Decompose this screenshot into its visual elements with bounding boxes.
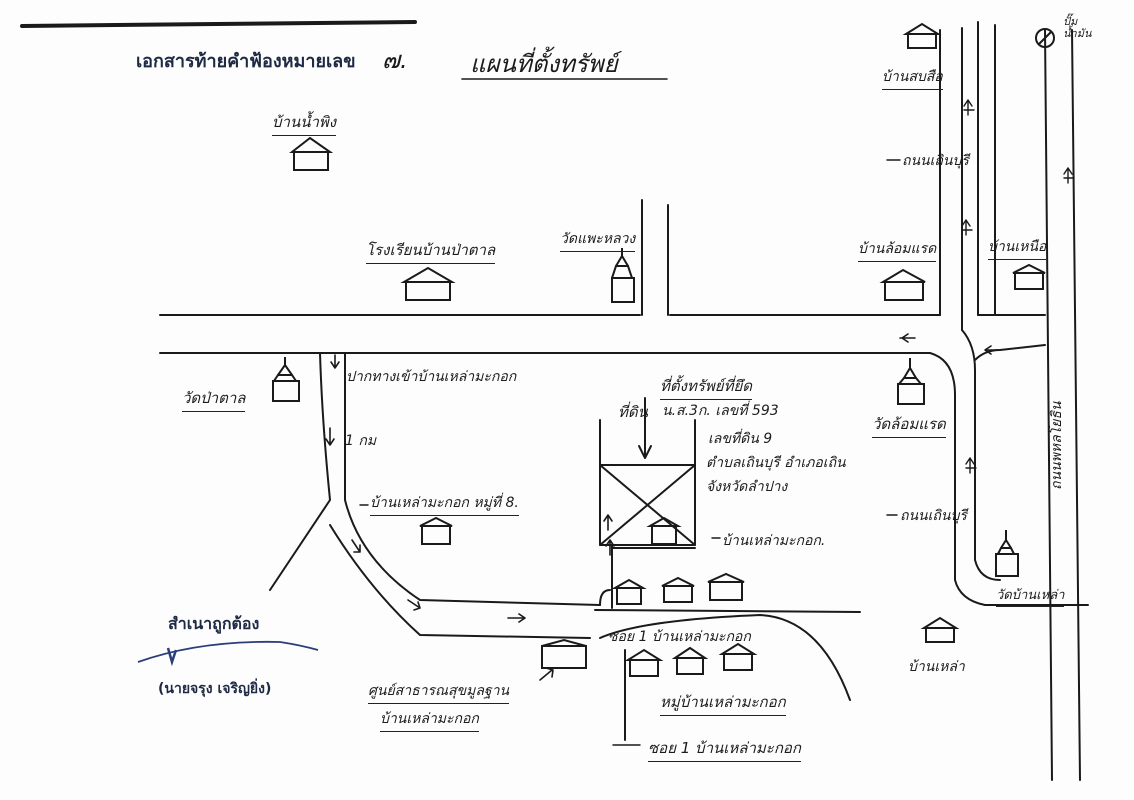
label-health-center: ศูนย์สาธารณสุขมูลฐาน	[368, 680, 510, 704]
house-icon	[541, 638, 587, 669]
document-title: เอกสารท้ายคำฟ้องหมายเลข	[136, 51, 356, 72]
house-icons	[289, 22, 1046, 677]
label-property-site: ที่ตั้งทรัพย์ที่ยึด	[660, 374, 752, 400]
house-icon	[1012, 263, 1046, 290]
house-icon	[707, 572, 745, 601]
signature	[137, 640, 319, 663]
label-soi1-top: ซอย 1 บ้านเหล่ามะกอก	[608, 629, 751, 645]
temple-icon	[897, 358, 925, 405]
house-icon	[879, 268, 926, 301]
temple-icons	[272, 248, 1019, 577]
label-road-thoen-south: ถนนเถินบุรี	[900, 508, 967, 524]
label-ban-lom-raet: บ้านล้อมแรด	[858, 238, 937, 262]
house-icon	[671, 646, 709, 675]
temple-icon	[995, 530, 1019, 577]
house-icon	[611, 578, 647, 605]
label-distance: 1 กม	[345, 433, 377, 449]
house-icon	[624, 648, 664, 677]
label-ban-lao-right: บ้านเหล่า	[908, 659, 965, 675]
house-icon	[419, 516, 453, 545]
label-ban-nuea: บ้านเหนือ	[988, 236, 1047, 260]
house-icon	[400, 266, 456, 301]
label-province: จังหวัดลำปาง	[706, 479, 788, 495]
label-parcel-no: เลขที่ดิน 9	[708, 431, 773, 447]
document-number: ๗.	[382, 46, 408, 74]
house-icon	[920, 616, 960, 643]
label-health-center-2: บ้านเหล่ามะกอก	[380, 708, 479, 732]
label-ban-lao-moo8: บ้านเหล่ามะกอก หมู่ที่ 8.	[370, 492, 519, 516]
label-ban-nam-phing: บ้านน้ำพิง	[272, 110, 337, 136]
temple-icon	[272, 357, 300, 402]
map-title: แผนที่ตั้งทรัพย์	[470, 50, 618, 78]
label-wat-lom-raet: วัดล้อมแรด	[872, 412, 946, 438]
signer-name: (นายจรุง เจริญยิ่ง)	[158, 681, 272, 697]
label-land-deed: น.ส.3ก. เลขที่ 593	[662, 403, 779, 419]
house-icon	[902, 22, 942, 49]
house-icon	[661, 576, 695, 603]
label-village-house: บ้านเหล่ามะกอก.	[722, 533, 826, 549]
label-phahon-road: ถนนพหลโยธิน	[1049, 401, 1065, 491]
label-ban-sob-sia: บ้านสบสือ	[882, 66, 943, 90]
label-wat-pa-tan: วัดป่าตาล	[182, 386, 246, 412]
top-rule	[20, 20, 417, 28]
certified-copy: สำเนาถูกต้อง	[168, 614, 260, 633]
label-village: หมู่บ้านเหล่ามะกอก	[660, 690, 786, 716]
house-icon	[289, 136, 334, 171]
label-wat-phe: วัดแพะหลวง	[560, 228, 636, 252]
label-wat-ban-lao: วัดบ้านเหล่า	[996, 584, 1065, 607]
label-subdistrict: ตำบลเถินบุรี อำเภอเถิน	[706, 455, 846, 471]
house-icon	[646, 516, 682, 545]
label-school: โรงเรียนบ้านป่าตาล	[366, 238, 496, 264]
gas-pump-icon	[1035, 28, 1055, 48]
label-soi1-bottom: ซอย 1 บ้านเหล่ามะกอก	[648, 736, 802, 762]
property-box-icon	[599, 464, 696, 546]
label-pump: ปั๊มน้ำมัน	[1063, 15, 1092, 40]
temple-icon	[611, 248, 635, 303]
house-icon	[718, 642, 758, 671]
label-entrance: ปากทางเข้าบ้านเหล่ามะกอก	[346, 369, 517, 385]
label-land: ที่ดิน	[618, 403, 648, 421]
label-road-thoen-north: ถนนเถินบุรี	[902, 153, 969, 169]
